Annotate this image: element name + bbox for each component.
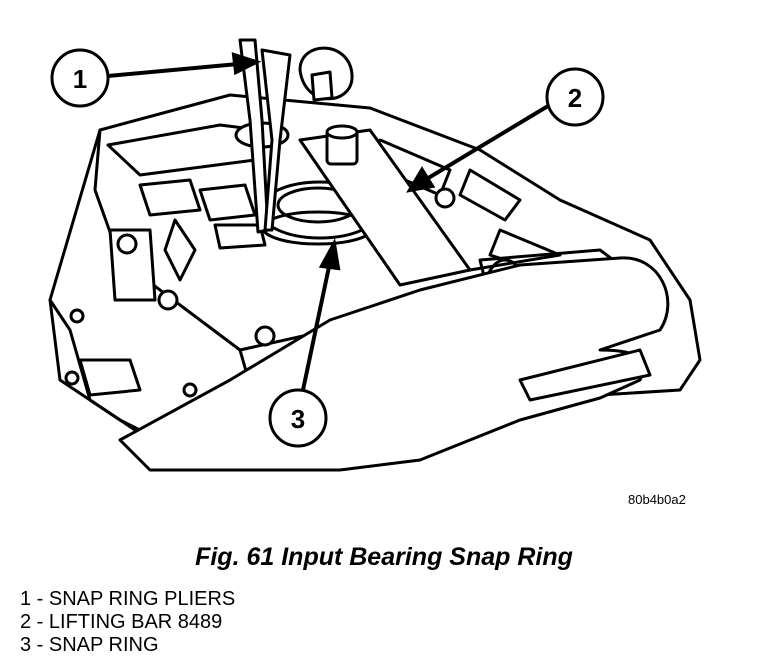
legend-item: 1 - SNAP RING PLIERS — [20, 588, 236, 610]
image-code: 80b4b0a2 — [628, 492, 686, 507]
leader-line-2 — [423, 104, 550, 182]
bolt — [182, 382, 198, 398]
callout-circle-2 — [545, 67, 605, 127]
bolt — [434, 187, 456, 209]
bolt — [64, 370, 80, 386]
figure-caption: Fig. 61 Input Bearing Snap Ring — [195, 543, 573, 571]
hand — [118, 256, 670, 472]
legend-item: 3 - SNAP RING — [20, 634, 159, 656]
technical-illustration: 1 2 3 — [48, 38, 702, 472]
callout-number-3: 3 — [291, 404, 305, 434]
callout-number-1: 1 — [73, 64, 87, 94]
bolt — [69, 308, 85, 324]
callout-number-2: 2 — [568, 83, 582, 113]
callout-circle-3 — [268, 388, 328, 448]
bolt — [254, 325, 276, 347]
leader-line-1 — [107, 62, 239, 78]
leader-line-3 — [301, 261, 332, 391]
legend-item: 2 - LIFTING BAR 8489 — [20, 611, 223, 633]
callout-circle-1 — [50, 48, 110, 108]
bolt — [157, 289, 179, 311]
legend: 1 - SNAP RING PLIERS 2 - LIFTING BAR 848… — [20, 588, 235, 657]
bolt — [116, 233, 138, 255]
